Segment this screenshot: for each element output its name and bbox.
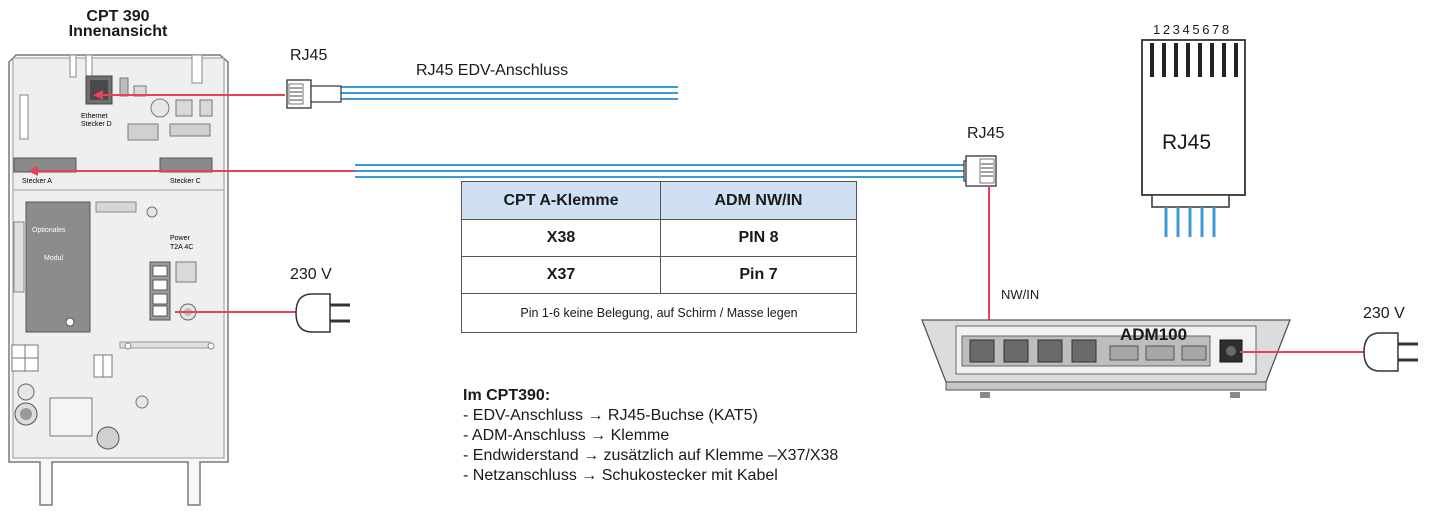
device-title: CPT 390 Innenansicht	[38, 8, 198, 40]
table-header-row: CPT A-Klemme ADM NW/IN	[461, 181, 857, 220]
notes-line: - Netzanschluss → Schukostecker mit Kabe…	[463, 467, 778, 484]
rj45-plug-top	[286, 79, 342, 109]
label-stecker-a: Stecker A	[22, 178, 52, 185]
table-cell: X38	[461, 219, 661, 257]
table-cell: Pin 7	[660, 256, 857, 294]
notes-line: - Endwiderstand → zusätzlich auf Klemme …	[463, 447, 839, 464]
notes-block: Im CPT390: - EDV-Anschluss → RJ45-Buchse…	[463, 386, 838, 486]
device-title-line1: CPT 390	[86, 8, 150, 25]
notes-line: - ADM-Anschluss → Klemme	[463, 427, 670, 444]
label-fuse: T2A 4C	[170, 244, 193, 251]
rj45-pin-diagram	[1141, 39, 1246, 237]
label-ethernet: Ethernet	[81, 113, 108, 120]
power-plug-right	[1240, 332, 1418, 372]
adm-label: ADM100	[1120, 325, 1187, 344]
device-title-line2: Innenansicht	[68, 23, 168, 40]
rj45-top-label: RJ45	[290, 47, 328, 64]
table-cell: PIN 8	[660, 219, 857, 257]
table-row: X38 PIN 8	[461, 219, 857, 257]
table-note-row: Pin 1-6 keine Belegung, auf Schirm / Mas…	[461, 293, 857, 333]
power-left-label: 230 V	[290, 266, 332, 283]
label-stecker-d: Stecker D	[81, 121, 112, 128]
notes-line: - EDV-Anschluss → RJ45-Buchse (KAT5)	[463, 407, 758, 424]
notes-heading: Im CPT390:	[463, 387, 551, 404]
table-header-cpt: CPT A-Klemme	[461, 181, 661, 220]
pin-mapping-table: CPT A-Klemme ADM NW/IN X38 PIN 8 X37 Pin…	[461, 181, 857, 333]
label-module-1: Optionales	[32, 227, 66, 234]
edv-cable	[340, 86, 678, 100]
label-stecker-c: Stecker C	[170, 178, 201, 185]
cpt390-board: Ethernet Stecker D Stecker A Stecker C P…	[8, 54, 229, 506]
rj45-plug-mid	[963, 155, 997, 187]
adm100-device: ADM100	[921, 319, 1291, 398]
power-right-label: 230 V	[1363, 305, 1405, 322]
edv-connection-label: RJ45 EDV-Anschluss	[416, 62, 569, 79]
table-note: Pin 1-6 keine Belegung, auf Schirm / Mas…	[461, 293, 857, 333]
table-cell: X37	[461, 256, 661, 294]
rj45-mid-label: RJ45	[967, 125, 1005, 142]
pin-numbers: 1 2 3 4 5 6 7 8	[1153, 22, 1229, 37]
label-power: Power	[170, 235, 191, 242]
rj45-plug-label: RJ45	[1162, 131, 1212, 154]
adm-cable	[355, 164, 970, 178]
power-plug-left	[175, 293, 350, 333]
table-header-adm: ADM NW/IN	[660, 181, 857, 220]
table-row: X37 Pin 7	[461, 256, 857, 294]
label-module-2: Modul	[44, 255, 64, 262]
nwin-label: NW/IN	[1001, 287, 1040, 302]
